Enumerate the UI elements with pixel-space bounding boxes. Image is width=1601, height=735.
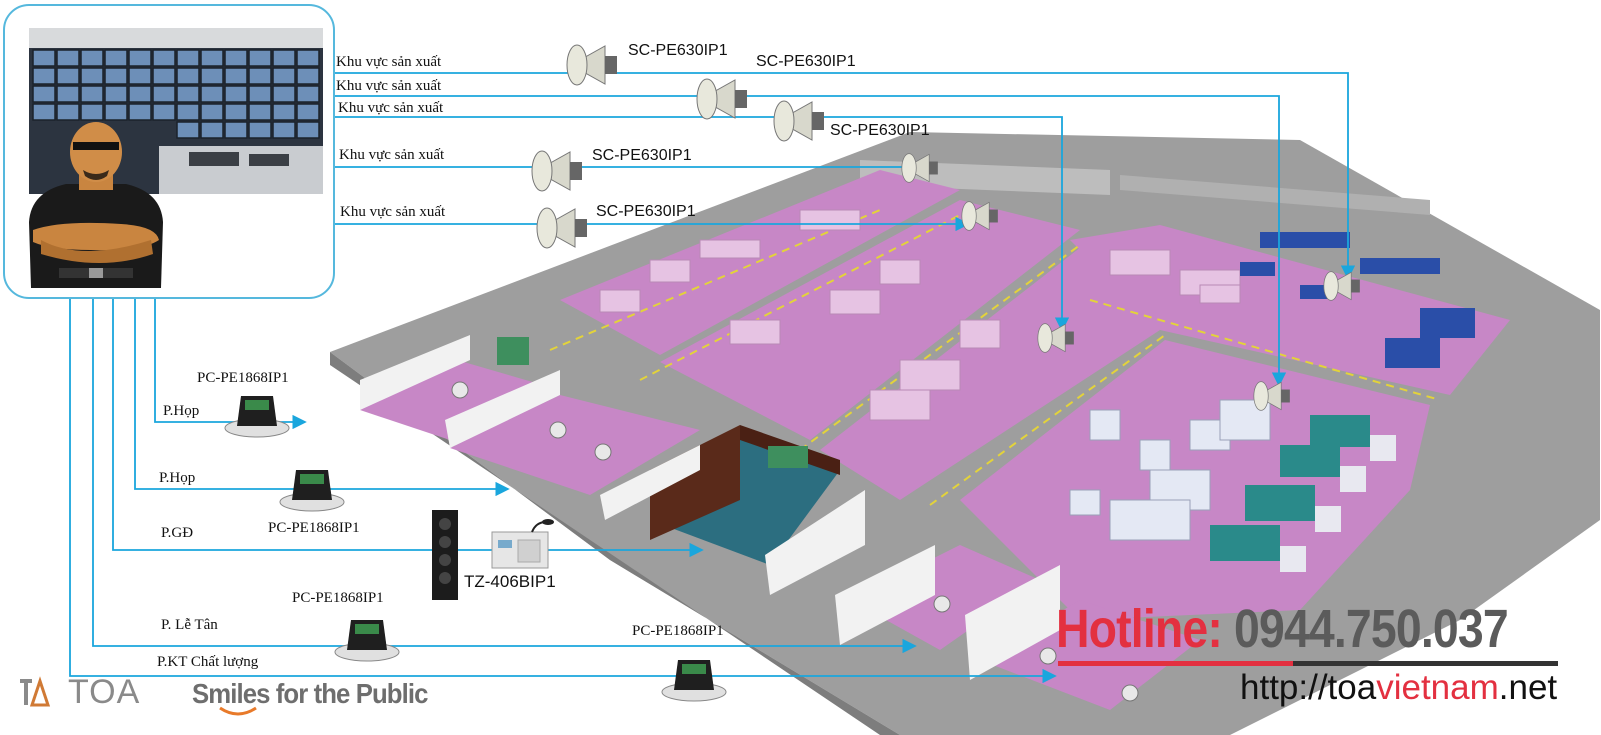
control-room-panel bbox=[3, 4, 335, 299]
model-label: SC-PE630IP1 bbox=[592, 147, 692, 164]
model-label: SC-PE630IP1 bbox=[628, 42, 728, 59]
zone-label: P.Họp bbox=[163, 403, 200, 419]
toa-logo-icon bbox=[20, 676, 51, 707]
model-label: PC-PE1868IP1 bbox=[292, 590, 384, 606]
zone-label: P.GĐ bbox=[161, 525, 194, 541]
security-guard-figure bbox=[29, 122, 163, 288]
zone-label: P.Họp bbox=[159, 470, 196, 486]
website-part-2: vietnam bbox=[1376, 668, 1499, 707]
horn-speaker-icon bbox=[696, 78, 747, 120]
hotline-banner: Hotline: 0944.750.037 bbox=[1056, 599, 1509, 659]
production-floor-b bbox=[660, 200, 1080, 440]
zone-label: P. Lễ Tân bbox=[161, 617, 218, 633]
meeting-room-2 bbox=[450, 395, 700, 495]
ceiling-speaker-icon bbox=[224, 396, 290, 438]
website-part-1: http://toa bbox=[1240, 668, 1377, 707]
smile-swoosh-icon bbox=[219, 706, 257, 716]
hotline-number: 0944.750.037 bbox=[1234, 599, 1509, 659]
model-label: TZ-406BIP1 bbox=[464, 572, 556, 591]
brand-slogan: Smiles for the Public bbox=[192, 678, 428, 709]
cctv-monitor-wall-image bbox=[29, 28, 323, 194]
horn-speaker-icon bbox=[773, 100, 824, 142]
model-label: PC-PE1868IP1 bbox=[197, 370, 289, 386]
hotline-prefix: Hotline: bbox=[1056, 599, 1223, 659]
website-url[interactable]: http://toavietnam.net bbox=[1240, 670, 1557, 705]
horn-speaker-icon bbox=[961, 201, 998, 231]
zone-label: Khu vực sản xuất bbox=[336, 54, 442, 70]
horn-speaker-icon bbox=[536, 207, 587, 249]
model-label: SC-PE630IP1 bbox=[596, 203, 696, 220]
horn-speaker-icon bbox=[566, 44, 617, 86]
horn-speaker-icon bbox=[1037, 323, 1074, 353]
ceiling-speaker-icon bbox=[279, 470, 345, 512]
zone-label: Khu vực sản xuất bbox=[338, 100, 444, 116]
ceiling-speaker-icon bbox=[661, 660, 727, 702]
column-speaker-icon bbox=[432, 510, 458, 600]
horn-speaker-icon bbox=[901, 153, 938, 183]
zone-label: Khu vực sản xuất bbox=[339, 147, 445, 163]
hotline-underline bbox=[1058, 661, 1558, 666]
model-label: PC-PE1868IP1 bbox=[632, 623, 724, 639]
ceiling-speaker-icon bbox=[334, 620, 400, 662]
horn-speaker-icon bbox=[1323, 271, 1360, 301]
zone-label: Khu vực sản xuất bbox=[336, 78, 442, 94]
website-part-3: .net bbox=[1498, 668, 1558, 707]
paging-console-icon bbox=[491, 519, 554, 569]
zone-label: P.KT Chất lượng bbox=[157, 654, 259, 670]
production-floor-c bbox=[820, 240, 1160, 500]
model-label: SC-PE630IP1 bbox=[756, 53, 856, 70]
zone-label: Khu vực sản xuất bbox=[340, 204, 446, 220]
toa-logo-text: TOA bbox=[68, 673, 141, 711]
horn-speaker-icon bbox=[1253, 381, 1290, 411]
model-label: SC-PE630IP1 bbox=[830, 122, 930, 139]
model-label: PC-PE1868IP1 bbox=[268, 520, 360, 536]
horn-speaker-icon bbox=[531, 150, 582, 192]
